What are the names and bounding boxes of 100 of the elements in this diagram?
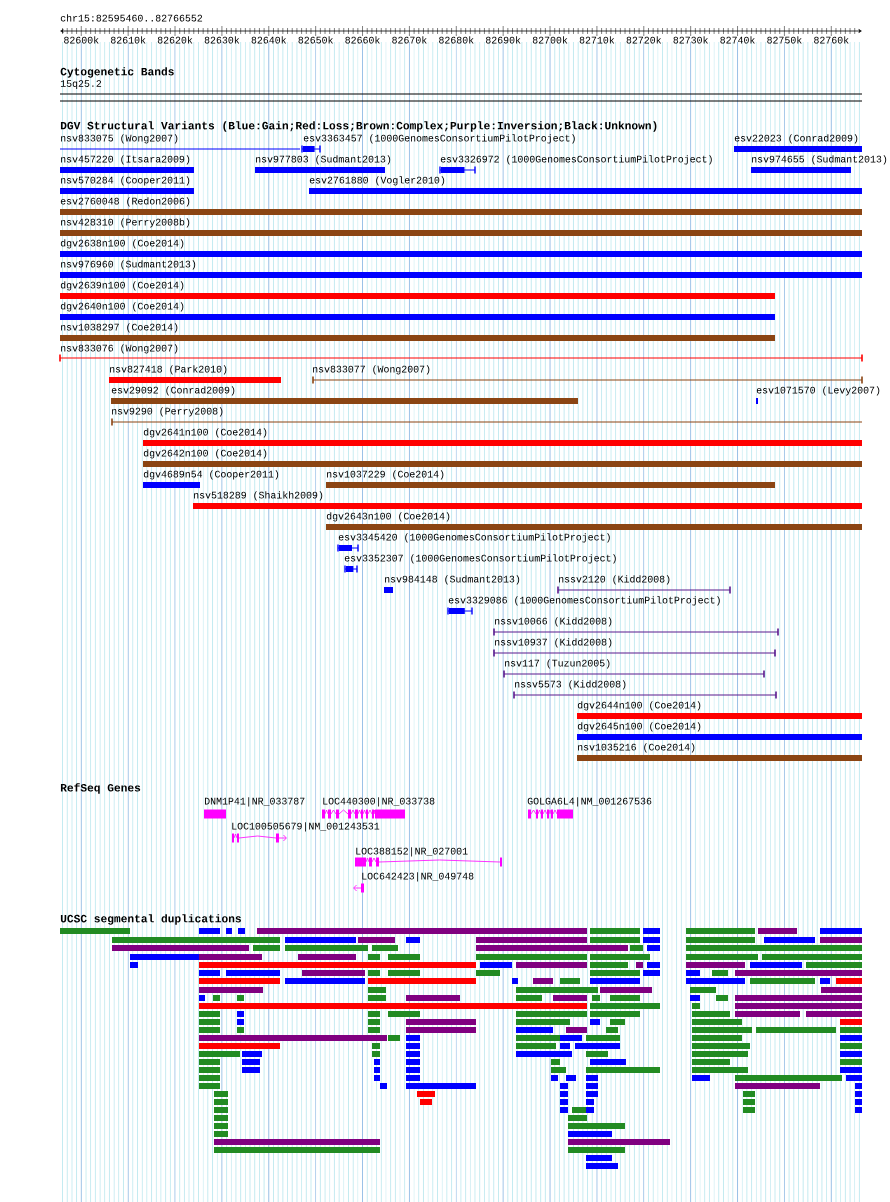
- track-title: UCSC segmental duplications: [60, 914, 241, 925]
- variant-feature: nsv1038297 (Coe2014): [60, 323, 775, 341]
- gene-model: GOLGA6L4|NM_001267536: [527, 797, 652, 819]
- node-label: nsv1038297 (Coe2014): [61, 323, 178, 333]
- node-label: esv29092 (Conrad2009): [111, 386, 235, 396]
- variant-feature: esv2761880 (Vogler2010): [309, 176, 862, 194]
- variant-feature: nsv833075 (Wong2007): [59, 134, 301, 150]
- variant-feature: dgv2643n100 (Coe2014): [326, 512, 862, 530]
- ruler-label: 82760k: [814, 36, 849, 44]
- track-title: RefSeq Genes: [60, 783, 141, 794]
- node-label: nsv1037229 (Coe2014): [327, 470, 444, 480]
- variant-feature: dgv2638n100 (Coe2014): [60, 239, 862, 257]
- node-label: esv22023 (Conrad2009): [734, 134, 858, 144]
- variant-feature: esv2760048 (Redon2006): [60, 197, 862, 215]
- variant-feature: dgv2644n100 (Coe2014): [577, 701, 862, 719]
- ruler-label: 82630k: [204, 36, 240, 44]
- node-label: nsv977803 (Sudmant2013): [256, 155, 391, 165]
- node-label: dgv2641n100 (Coe2014): [143, 428, 267, 438]
- ruler-label: 82750k: [767, 36, 802, 44]
- node-label: dgv2639n100 (Coe2014): [60, 281, 184, 291]
- node-label: nsv827418 (Park2010): [110, 365, 227, 375]
- node-label: nsv457220 (Itsara2009): [61, 155, 190, 165]
- ruler-label: 82660k: [345, 36, 380, 44]
- node-label: nsv1035216 (Coe2014): [578, 743, 695, 753]
- variant-feature: nsv518289 (Shaikh2009): [193, 491, 862, 509]
- node-label: LOC388152|NR_027001: [356, 847, 468, 857]
- node-label: DNM1P41|NR_033787: [204, 797, 305, 807]
- track-title: DGV Structural Variants (Blue:Gain;Red:Loss;Brown:Complex;Purple:Inversion;Black:Unknown): [60, 121, 657, 132]
- variant-feature: nsv117 (Tuzun2005): [503, 659, 765, 679]
- node-label: esv3363457 (1000GenomesConsortiumPilotProject): [303, 134, 575, 144]
- variant-feature: nsv1035216 (Coe2014): [577, 743, 862, 761]
- node-label: esv3326972 (1000GenomesConsortiumPilotProject): [440, 155, 712, 165]
- node-label: esv2761880 (Vogler2010): [309, 176, 445, 186]
- ruler-label: 82710k: [579, 36, 615, 44]
- variant-feature: nsv570284 (Cooper2011): [60, 176, 194, 194]
- node-label: nsv518289 (Shaikh2009): [194, 491, 323, 501]
- variant-feature: esv3363457 (1000GenomesConsortiumPilotProject): [301, 134, 575, 154]
- gene-model: LOC100505679|NM_001243531: [232, 822, 380, 843]
- node-label: esv1071570 (Levy2007): [756, 386, 880, 396]
- ruler-label: 82640k: [251, 36, 287, 44]
- variant-feature: esv3345420 (1000GenomesConsortiumPilotProject): [337, 533, 610, 553]
- node-label: esv2760048 (Redon2006): [60, 197, 190, 207]
- track-title: Cytogenetic Bands: [60, 67, 174, 78]
- variant-feature: nssv2120 (Kidd2008): [557, 575, 731, 595]
- node-label: LOC100505679|NM_001243531: [232, 822, 380, 832]
- variant-feature: esv3329086 (1000GenomesConsortiumPilotProject): [447, 596, 720, 616]
- variant-feature: nssv10066 (Kidd2008): [493, 617, 779, 637]
- variant-feature: esv3326972 (1000GenomesConsortiumPilotProject): [439, 155, 712, 175]
- node-label: nsv570284 (Cooper2011): [61, 176, 190, 186]
- variant-feature: nsv977803 (Sudmant2013): [255, 155, 391, 173]
- ruler-label: 82740k: [720, 36, 755, 44]
- ruler-label: 82700k: [532, 36, 568, 44]
- variant-feature: dgv2642n100 (Coe2014): [143, 449, 862, 467]
- node-label: dgv2645n100 (Coe2014): [577, 722, 701, 732]
- variant-feature: nsv976960 (Sudmant2013): [60, 260, 862, 278]
- variant-feature: dgv4689n54 (Cooper2011): [143, 470, 279, 488]
- variant-feature: dgv2645n100 (Coe2014): [577, 722, 862, 740]
- ruler-label: 82670k: [392, 36, 427, 44]
- ruler-label: 82720k: [626, 36, 662, 44]
- coordinate-label: chr15:82595460..82766552: [60, 14, 203, 22]
- variant-feature: nsv1037229 (Coe2014): [326, 470, 775, 488]
- ruler-label: 82610k: [111, 36, 146, 44]
- node-label: esv3345420 (1000GenomesConsortiumPilotProject): [338, 533, 610, 543]
- node-label: LOC440300|NR_033738: [323, 797, 435, 807]
- node-label: esv3329086 (1000GenomesConsortiumPilotProject): [448, 596, 720, 606]
- node-label: nsv976960 (Sudmant2013): [61, 260, 196, 270]
- variant-feature: nssv10937 (Kidd2008): [493, 638, 776, 658]
- ruler-label: 82680k: [439, 36, 474, 44]
- node-label: dgv2643n100 (Coe2014): [326, 512, 450, 522]
- node-label: LOC642423|NR_049748: [362, 872, 474, 882]
- variant-feature: esv3352307 (1000GenomesConsortiumPilotProject): [344, 554, 616, 574]
- variant-feature: esv22023 (Conrad2009): [734, 134, 862, 152]
- node-label: dgv2640n100 (Coe2014): [60, 302, 184, 312]
- variant-feature: nsv833077 (Wong2007): [312, 365, 863, 385]
- gene-model: LOC642423|NR_049748: [353, 872, 474, 893]
- node-label: nsv984148 (Sudmant2013): [385, 575, 520, 585]
- node-label: dgv2644n100 (Coe2014): [577, 701, 701, 711]
- node-label: dgv4689n54 (Cooper2011): [143, 470, 279, 480]
- ruler-label: 82600k: [64, 36, 99, 44]
- variant-feature: nsv9290 (Perry2008): [111, 407, 863, 427]
- node-label: dgv2638n100 (Coe2014): [60, 239, 184, 249]
- node-label: nsv974655 (Sudmant2013): [752, 155, 887, 165]
- ruler-label: 82730k: [673, 36, 708, 44]
- variant-feature: nsv457220 (Itsara2009): [60, 155, 194, 173]
- ruler-label: 82650k: [298, 36, 333, 44]
- gene-model: LOC388152|NR_027001: [355, 847, 502, 867]
- band-label: 15q25.2: [60, 80, 102, 89]
- variant-feature: esv1071570 (Levy2007): [756, 386, 880, 404]
- gene-model: LOC440300|NR_033738: [322, 797, 435, 819]
- node-label: nsv428310 (Perry2008b): [61, 218, 190, 228]
- variant-feature: nsv974655 (Sudmant2013): [751, 155, 887, 173]
- node-label: esv3352307 (1000GenomesConsortiumPilotProject): [344, 554, 616, 564]
- gene-model: DNM1P41|NR_033787: [204, 797, 305, 819]
- variant-feature: nsv833076 (Wong2007): [59, 344, 863, 363]
- variant-feature: nsv984148 (Sudmant2013): [384, 575, 520, 593]
- ruler-label: 82690k: [486, 36, 521, 44]
- variant-feature: nsv428310 (Perry2008b): [60, 218, 862, 236]
- node-label: dgv2642n100 (Coe2014): [143, 449, 267, 459]
- ruler-label: 82620k: [157, 36, 193, 44]
- variant-feature: nsv827418 (Park2010): [109, 365, 281, 383]
